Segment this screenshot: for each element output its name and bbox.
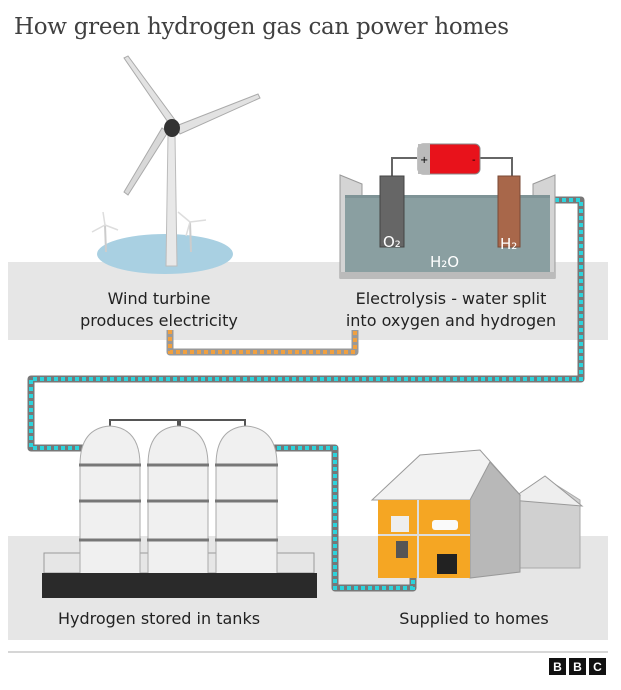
logo-letter: B — [569, 658, 586, 675]
storage-tanks-illustration — [42, 419, 317, 598]
step-homes-label: Supplied to homes — [399, 609, 548, 628]
svg-text:-: - — [472, 155, 476, 166]
logo-letter: B — [549, 658, 566, 675]
wind-turbine-illustration — [91, 55, 261, 274]
logo-letter: C — [589, 658, 606, 675]
hydrogen-label: H₂ — [500, 235, 517, 253]
step-electrolysis-label-1: Electrolysis - water split — [356, 289, 547, 308]
houses-illustration — [370, 449, 584, 579]
step-wind-label-2: produces electricity — [80, 311, 238, 330]
oxygen-label: O₂ — [383, 233, 401, 251]
step-storage-label: Hydrogen stored in tanks — [58, 609, 260, 628]
electricity-cable — [166, 330, 359, 356]
step-electrolysis-label-2: into oxygen and hydrogen — [346, 311, 556, 330]
step-wind-label-1: Wind turbine — [108, 289, 211, 308]
hydrogen-pipe — [27, 196, 585, 592]
bbc-logo: B B C — [549, 658, 606, 675]
svg-text:+: + — [420, 155, 428, 166]
water-label: H₂O — [430, 253, 459, 271]
electrolysis-illustration: + - O₂ H₂ H₂O — [339, 143, 556, 279]
page-title: How green hydrogen gas can power homes — [14, 14, 509, 40]
